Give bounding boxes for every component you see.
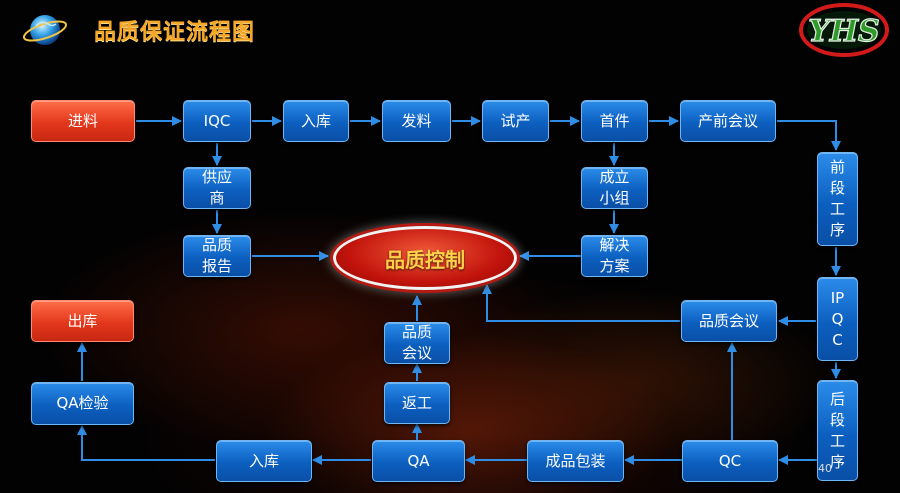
node-back-process: 后段工序 [817, 380, 858, 481]
node-qa-inspection: QA检验 [31, 382, 134, 425]
globe-icon [22, 15, 68, 45]
node-qa: QA [372, 440, 465, 482]
node-iqc: IQC [183, 100, 251, 142]
node-material-issue: 发料 [382, 100, 451, 142]
node-finished-packaging: 成品包装 [527, 440, 624, 482]
arrow-huiyi-center [482, 284, 680, 322]
node-quality-report: 品质报告 [183, 235, 251, 277]
node-quality-meeting-right: 品质会议 [681, 300, 777, 342]
node-qc: QC [682, 440, 778, 482]
page-number: 40 [818, 462, 832, 475]
center-label: 品质控制 [385, 247, 465, 272]
node-preproduction-meeting: 产前会议 [680, 100, 776, 142]
node-form-team: 成立小组 [581, 167, 648, 209]
node-rework: 返工 [384, 382, 450, 424]
page-title: 品质保证流程图 [94, 20, 256, 45]
arrow-chanqian-qianduan [777, 120, 841, 151]
arrow-ruku-qajianyan [77, 425, 215, 461]
node-supplier: 供应商 [183, 167, 251, 209]
node-outgoing: 出库 [31, 300, 134, 342]
node-incoming-material: 进料 [31, 100, 135, 142]
quality-control-center: 品质控制 [333, 226, 517, 290]
node-trial-production: 试产 [482, 100, 549, 142]
node-solution: 解决方案 [581, 235, 648, 277]
node-front-process: 前段工序 [817, 152, 858, 246]
node-quality-meeting-mid: 品质会议 [384, 322, 450, 364]
logo-text: YHS [808, 14, 879, 49]
node-first-article: 首件 [581, 100, 648, 142]
node-warehouse-in-top: 入库 [283, 100, 349, 142]
node-warehouse-in-bottom: 入库 [216, 440, 312, 482]
company-logo: YHS [799, 3, 889, 57]
